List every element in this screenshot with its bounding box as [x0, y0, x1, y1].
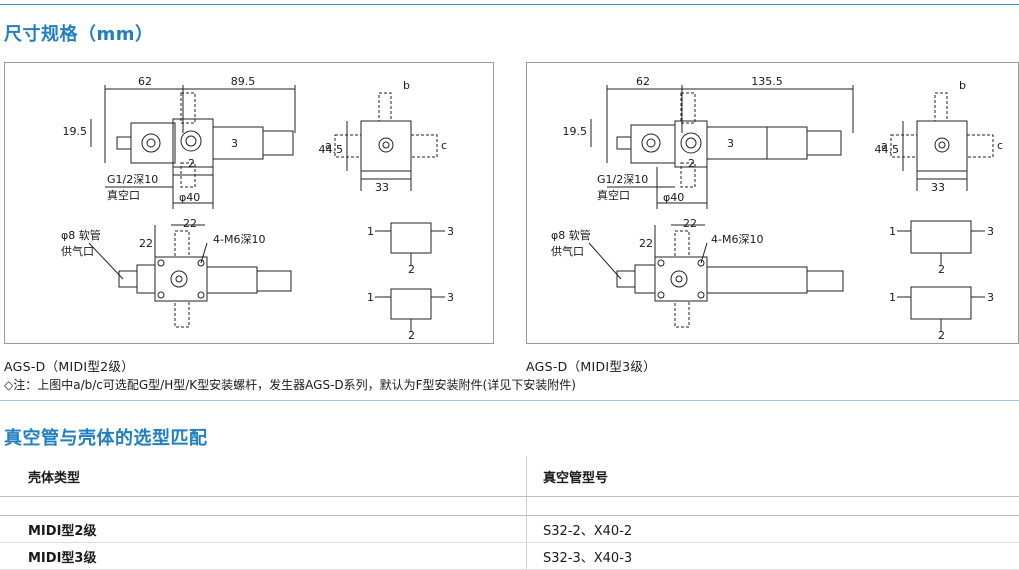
svg-text:3: 3 [447, 291, 454, 304]
header-vacuum-tube-model: 真空管型号 [527, 456, 1019, 497]
svg-text:62: 62 [138, 75, 152, 88]
svg-text:3: 3 [987, 291, 994, 304]
table-header-row: 壳体类型 真空管型号 [0, 456, 1019, 497]
svg-text:44.5: 44.5 [875, 143, 900, 156]
cell-tube-model: S32-3、X40-3 [527, 543, 1019, 570]
svg-text:19.5: 19.5 [63, 125, 88, 138]
cell-housing-type: MIDI型3级 [0, 543, 527, 570]
svg-text:2: 2 [408, 329, 415, 342]
installation-note: ◇注：上图中a/b/c可选配G型/H型/K型安装螺杆，发生器AGS-D系列，默认… [4, 376, 576, 393]
svg-text:4-M6深10: 4-M6深10 [213, 233, 265, 246]
caption-3-stage: AGS-D（MIDI型3级） [526, 356, 656, 375]
section-title-selection: 真空管与壳体的选型匹配 [4, 424, 208, 450]
svg-text:33: 33 [931, 181, 945, 194]
svg-text:4-M6深10: 4-M6深10 [711, 233, 763, 246]
svg-text:89.5: 89.5 [231, 75, 256, 88]
table-row: MIDI型3级 S32-3、X40-3 [0, 543, 1019, 570]
section-title-dimensions: 尺寸规格（mm） [4, 20, 154, 46]
svg-text:φ40: φ40 [663, 191, 684, 204]
svg-text:2: 2 [688, 157, 695, 170]
selection-table: 壳体类型 真空管型号 MIDI型2级 S32-2、X40-2 MIDI型3级 S… [0, 456, 1019, 570]
top-rule [0, 4, 1019, 5]
svg-text:G1/2深10: G1/2深10 [107, 173, 158, 186]
svg-text:2: 2 [188, 157, 195, 170]
cell-tube-model: S32-2、X40-2 [527, 516, 1019, 543]
svg-text:b: b [403, 79, 410, 92]
svg-text:真空口: 真空口 [107, 188, 140, 202]
header-housing-type: 壳体类型 [0, 456, 527, 497]
svg-text:G1/2深10: G1/2深10 [597, 173, 648, 186]
table-row: MIDI型2级 S32-2、X40-2 [0, 516, 1019, 543]
technical-drawing-2-stage: 62 89.5 19.5 2 3 G1/2深10 真空口 φ40 22 22 φ… [5, 63, 493, 343]
svg-text:真空口: 真空口 [597, 188, 630, 202]
caption-2-stage: AGS-D（MIDI型2级） [4, 356, 134, 375]
svg-text:φ8 软管: φ8 软管 [551, 228, 591, 242]
svg-text:b: b [959, 79, 966, 92]
svg-text:φ40: φ40 [179, 191, 200, 204]
svg-text:1: 1 [367, 291, 374, 304]
svg-text:2: 2 [408, 263, 415, 276]
svg-text:3: 3 [447, 225, 454, 238]
section-divider [0, 400, 1019, 401]
cell-housing-type: MIDI型2级 [0, 516, 527, 543]
svg-text:44.5: 44.5 [319, 143, 344, 156]
svg-text:1: 1 [367, 225, 374, 238]
svg-text:22: 22 [639, 237, 653, 250]
svg-text:3: 3 [987, 225, 994, 238]
svg-text:1: 1 [889, 291, 896, 304]
svg-text:c: c [441, 139, 447, 152]
svg-text:22: 22 [139, 237, 153, 250]
svg-text:供气口: 供气口 [61, 244, 94, 258]
svg-text:19.5: 19.5 [563, 125, 588, 138]
svg-text:135.5: 135.5 [751, 75, 783, 88]
svg-text:供气口: 供气口 [551, 244, 584, 258]
svg-text:3: 3 [727, 137, 734, 150]
drawing-panel-2-stage: 62 89.5 19.5 2 3 G1/2深10 真空口 φ40 22 22 φ… [4, 62, 494, 344]
svg-text:22: 22 [183, 217, 197, 230]
svg-text:22: 22 [683, 217, 697, 230]
svg-text:φ8 软管: φ8 软管 [61, 228, 101, 242]
svg-text:62: 62 [636, 75, 650, 88]
technical-drawing-3-stage: 62 135.5 19.5 2 3 G1/2深10 真空口 φ40 22 22 … [527, 63, 1018, 343]
table-spacer-row [0, 497, 1019, 516]
svg-text:2: 2 [938, 263, 945, 276]
svg-text:c: c [997, 139, 1003, 152]
svg-text:33: 33 [375, 181, 389, 194]
svg-text:1: 1 [889, 225, 896, 238]
drawing-panel-3-stage: 62 135.5 19.5 2 3 G1/2深10 真空口 φ40 22 22 … [526, 62, 1019, 344]
svg-text:2: 2 [938, 329, 945, 342]
svg-text:3: 3 [231, 137, 238, 150]
